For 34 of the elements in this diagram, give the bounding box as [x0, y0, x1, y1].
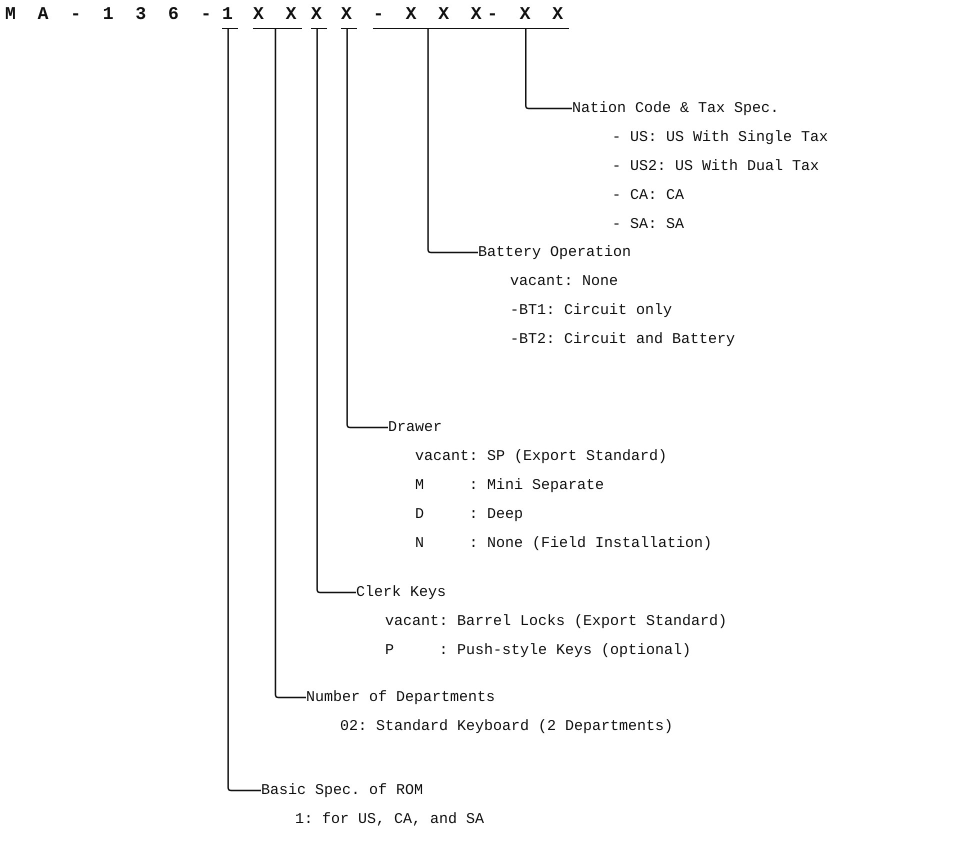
field-heading: Number of Departments [306, 688, 496, 708]
option-text: - CA: CA [612, 186, 686, 206]
leader-line [427, 29, 478, 254]
code-segment: X X [253, 4, 302, 29]
option-text: N : None (Field Installation) [415, 534, 712, 554]
option-text: -BT1: Circuit only [510, 301, 674, 321]
option-text: vacant: Barrel Locks (Export Standard) [385, 612, 728, 632]
option-text: -BT2: Circuit and Battery [510, 330, 736, 350]
option-text: vacant: SP (Export Standard) [415, 447, 668, 467]
leader-line [227, 29, 261, 792]
option-text: - US: US With Single Tax [612, 128, 828, 148]
code-segment: 1 [222, 4, 238, 29]
option-text: - US2: US With Dual Tax [612, 157, 820, 177]
option-text: D : Deep [415, 505, 524, 525]
leader-line [346, 29, 388, 428]
code-segment: - X X X [373, 4, 488, 29]
field-heading: Drawer [388, 418, 444, 438]
code-segment: X [341, 4, 358, 29]
field-heading: Clerk Keys [356, 583, 448, 603]
field-heading: Basic Spec. of ROM [261, 781, 424, 801]
option-text: 02: Standard Keyboard (2 Departments) [340, 717, 674, 737]
option-text: 1: for US, CA, and SA [295, 810, 484, 830]
leader-line [525, 29, 572, 110]
option-text: M : Mini Separate [415, 476, 606, 496]
field-heading: Battery Operation [478, 243, 632, 263]
leader-line [316, 29, 356, 594]
model-code-prefix: M A - 1 3 6 - [5, 4, 217, 26]
option-text: vacant: None [510, 272, 620, 292]
option-text: P : Push-style Keys (optional) [385, 641, 692, 661]
code-segment: X [311, 4, 328, 29]
leader-line [274, 29, 306, 698]
code-segment: - X X [487, 4, 569, 29]
field-heading: Nation Code & Tax Spec. [572, 99, 780, 119]
option-text: - SA: SA [612, 215, 686, 235]
